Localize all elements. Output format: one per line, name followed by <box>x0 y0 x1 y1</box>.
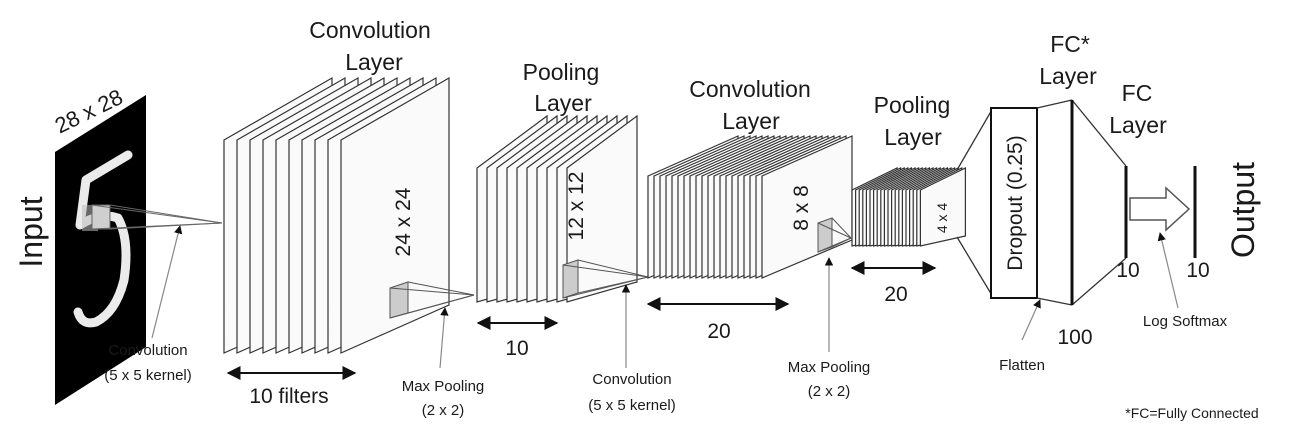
conv2-op-line2: (5 x 5 kernel) <box>588 397 676 414</box>
pool2-to-dropout-lines <box>956 107 994 298</box>
output-label: Output <box>1225 162 1261 258</box>
flatten-label: Flatten <box>999 357 1045 374</box>
pool1-map-count: 10 <box>505 337 528 360</box>
conv1-title-line1: Convolution <box>309 17 430 43</box>
conv1-input-kernel-lines <box>91 204 223 230</box>
fc2-title-line2: Layer <box>1109 112 1167 138</box>
flatten-pointer <box>1021 299 1041 341</box>
fc1-trapezoid <box>1036 99 1127 306</box>
pool2-op-line1: Max Pooling <box>788 359 871 376</box>
pool1-op-line1: Max Pooling <box>402 378 485 395</box>
conv1-size-label: 24 x 24 <box>392 187 415 256</box>
conv1-op-pointer <box>151 225 183 339</box>
pool2-op-line2: (2 x 2) <box>808 383 851 400</box>
conv1-feature-maps <box>223 76 450 354</box>
footnote: *FC=Fully Connected <box>1125 405 1258 421</box>
pool1-title-line2: Layer <box>534 90 592 116</box>
pool2-title-line2: Layer <box>884 124 942 150</box>
conv1-op-line2: (5 x 5 kernel) <box>104 367 192 384</box>
conv2-kernel-pyramid <box>817 217 852 253</box>
fc1-title-line2: Layer <box>1039 63 1097 89</box>
pool1-title-line1: Pooling <box>523 59 600 85</box>
conv2-op-line1: Convolution <box>592 371 671 388</box>
dropout-box <box>990 107 1038 299</box>
conv1-op-line1: Convolution <box>108 342 187 359</box>
pool2-feature-maps <box>851 167 967 247</box>
pool1-size-label: 12 x 12 <box>565 172 588 241</box>
pool2-size-label: 4 x 4 <box>934 203 950 234</box>
fc1-unit-count: 100 <box>1057 326 1092 349</box>
input-label: Input <box>13 196 49 267</box>
pool2-stack-sheet <box>919 167 967 247</box>
log-softmax-label: Log Softmax <box>1143 313 1228 330</box>
output-unit-count: 10 <box>1186 259 1209 282</box>
pool2-title-line1: Pooling <box>874 92 951 118</box>
pool1-stack-sheet <box>566 114 638 303</box>
conv2-feature-maps <box>647 135 853 279</box>
conv1-filter-count: 10 filters <box>249 385 328 408</box>
fc1-title-line1: FC* <box>1050 31 1090 57</box>
conv2-title-line2: Layer <box>722 108 780 134</box>
pool1-op-pointer <box>439 307 449 369</box>
conv2-title-line1: Convolution <box>689 76 810 102</box>
dropout-label: Dropout (0.25) <box>1004 135 1027 270</box>
pool2-map-count: 20 <box>884 283 907 306</box>
pool1-feature-maps <box>476 114 638 303</box>
conv2-map-count: 20 <box>707 320 730 343</box>
log-softmax-pointer <box>1157 232 1179 309</box>
pool1-kernel-pyramid <box>562 259 649 299</box>
conv1-title-line2: Layer <box>345 49 403 75</box>
fc2-unit-count: 10 <box>1116 259 1139 282</box>
output-arrow-icon <box>1129 186 1191 232</box>
pool1-op-line2: (2 x 2) <box>422 402 465 419</box>
fc2-title-line1: FC <box>1122 80 1153 106</box>
conv2-size-label: 8 x 8 <box>790 185 813 231</box>
conv1-kernel-pyramid <box>389 281 475 319</box>
